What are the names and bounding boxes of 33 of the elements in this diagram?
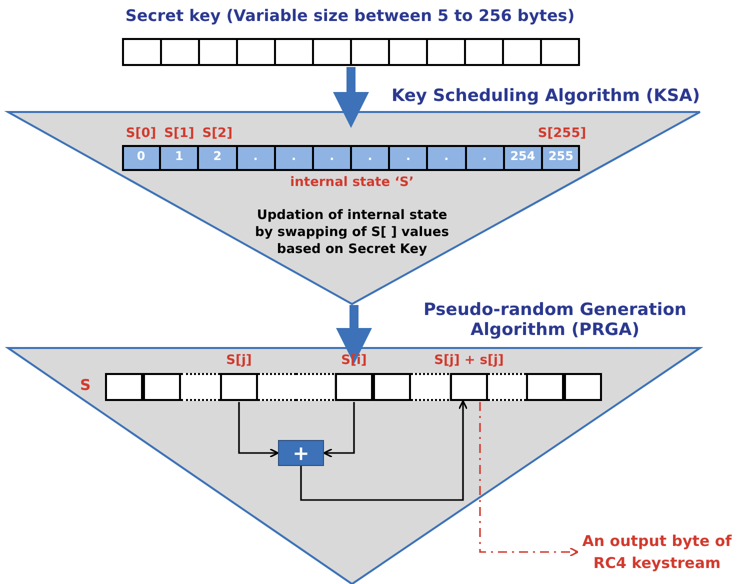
arrow bbox=[333, 67, 369, 128]
cell-value: . bbox=[366, 149, 374, 163]
cell-value: 2 bbox=[212, 149, 223, 163]
arrow bbox=[323, 402, 355, 458]
cell-value: . bbox=[481, 149, 488, 163]
section-heading: Pseudo-random Generation Algorithm (PRGA) bbox=[422, 300, 688, 340]
index-label: S[255] bbox=[538, 126, 584, 141]
arrow bbox=[336, 305, 372, 364]
arrow bbox=[479, 402, 579, 557]
arrow bbox=[238, 402, 279, 458]
caption: internal state ‘S’ bbox=[289, 175, 415, 190]
cell-label: S[j] + s[j] bbox=[433, 353, 505, 368]
cell-value: 254 bbox=[509, 149, 536, 163]
cell-label: S[i] bbox=[340, 353, 368, 368]
array-label: S bbox=[80, 376, 91, 394]
cell-value: . bbox=[404, 149, 412, 163]
index-label: S[2] bbox=[201, 126, 234, 141]
output-text: An output byte of RC4 keystream bbox=[581, 531, 733, 574]
section-heading: Key Scheduling Algorithm (KSA) bbox=[390, 86, 700, 106]
cell-value: . bbox=[252, 149, 259, 163]
cell-value: . bbox=[328, 149, 336, 163]
cell-label: S[j] bbox=[225, 353, 253, 368]
arrow bbox=[300, 400, 468, 501]
index-label: S[1] bbox=[163, 126, 196, 141]
cell-value: 1 bbox=[174, 149, 184, 163]
adder-box: + bbox=[278, 440, 324, 466]
cell-value: . bbox=[290, 149, 298, 163]
cell-value: . bbox=[443, 149, 450, 163]
index-label: S[0] bbox=[124, 126, 158, 141]
description-text: Updation of internal state by swapping of S[ ] values based on Secret Key bbox=[254, 207, 450, 258]
heading: Secret key (Variable size between 5 to 256 bytes) bbox=[124, 6, 576, 25]
cell-value: 255 bbox=[547, 149, 574, 163]
cell-value: 0 bbox=[136, 149, 146, 163]
